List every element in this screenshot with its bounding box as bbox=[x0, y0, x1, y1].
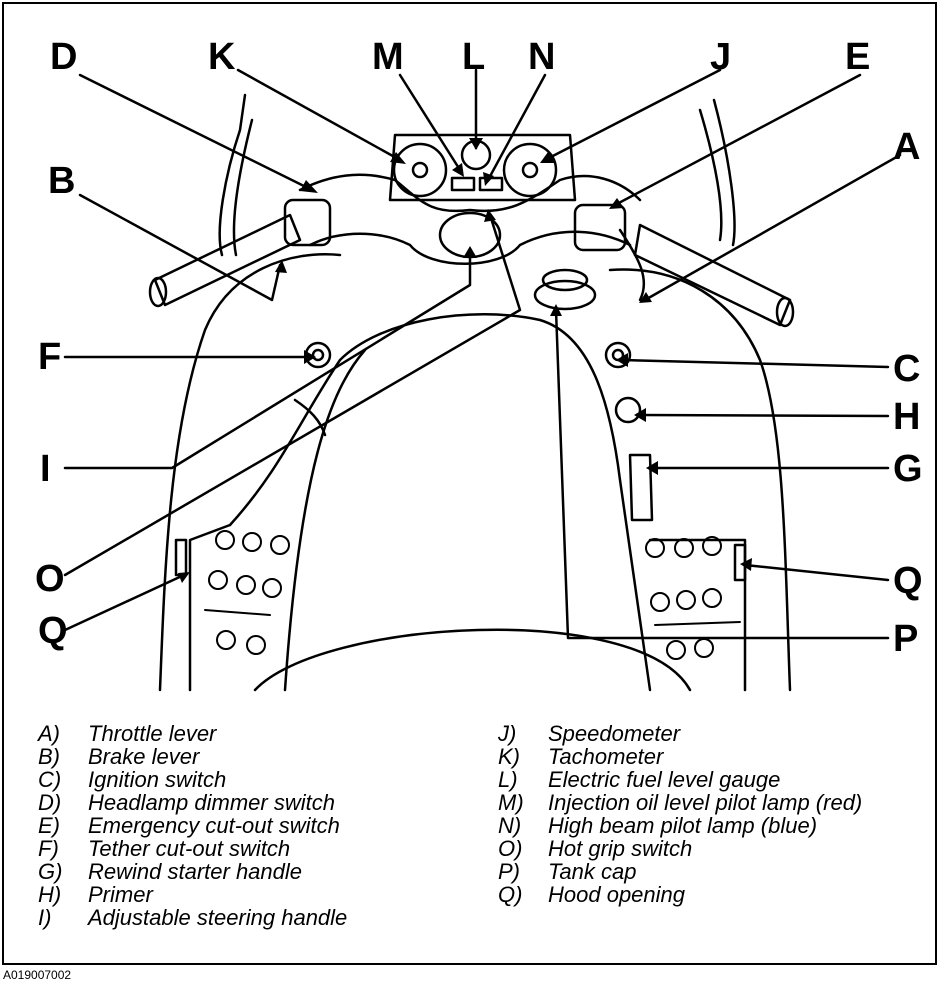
callout-j: J bbox=[710, 38, 731, 76]
legend-item: B)Brake lever bbox=[38, 745, 199, 768]
legend-key: P) bbox=[498, 860, 548, 883]
tank-cap bbox=[535, 270, 595, 309]
callout-q-left: Q bbox=[38, 612, 68, 650]
legend-key: I) bbox=[38, 906, 88, 929]
legend-item: Q)Hood opening bbox=[498, 883, 685, 906]
legend-text: Tether cut-out switch bbox=[88, 836, 290, 861]
legend-key: C) bbox=[38, 768, 88, 791]
legend-key: N) bbox=[498, 814, 548, 837]
hood-body bbox=[160, 254, 790, 690]
legend-key: D) bbox=[38, 791, 88, 814]
callout-h: H bbox=[893, 398, 920, 436]
callout-o: O bbox=[35, 560, 65, 598]
legend-key: B) bbox=[38, 745, 88, 768]
legend-item: H)Primer bbox=[38, 883, 153, 906]
legend-text: Ignition switch bbox=[88, 767, 226, 792]
legend-item: D)Headlamp dimmer switch bbox=[38, 791, 335, 814]
legend-key: L) bbox=[498, 768, 548, 791]
callout-f: F bbox=[38, 338, 61, 376]
hood-opening-left bbox=[176, 540, 186, 575]
legend-item: I)Adjustable steering handle bbox=[38, 906, 347, 929]
callout-e: E bbox=[845, 38, 870, 76]
legend-text: Hood opening bbox=[548, 882, 685, 907]
legend-key: J) bbox=[498, 722, 548, 745]
callout-l: L bbox=[462, 38, 485, 76]
legend-item: G)Rewind starter handle bbox=[38, 860, 302, 883]
callout-m: M bbox=[372, 38, 404, 76]
legend-key: M) bbox=[498, 791, 548, 814]
callout-k: K bbox=[208, 38, 235, 76]
legend-item: P)Tank cap bbox=[498, 860, 636, 883]
legend-item: M)Injection oil level pilot lamp (red) bbox=[498, 791, 862, 814]
legend-item: N)High beam pilot lamp (blue) bbox=[498, 814, 817, 837]
legend-key: H) bbox=[38, 883, 88, 906]
legend-text: Adjustable steering handle bbox=[88, 905, 347, 930]
legend-text: Hot grip switch bbox=[548, 836, 692, 861]
legend-item: E)Emergency cut-out switch bbox=[38, 814, 340, 837]
legend-key: A) bbox=[38, 722, 88, 745]
legend-key: G) bbox=[38, 860, 88, 883]
callout-c: C bbox=[893, 350, 920, 388]
legend-text: Speedometer bbox=[548, 721, 680, 746]
legend-text: Injection oil level pilot lamp (red) bbox=[548, 790, 862, 815]
legend-key: K) bbox=[498, 745, 548, 768]
legend-text: Electric fuel level gauge bbox=[548, 767, 780, 792]
legend-key: Q) bbox=[498, 883, 548, 906]
callout-a: A bbox=[893, 128, 920, 166]
legend-text: Emergency cut-out switch bbox=[88, 813, 340, 838]
callout-g: G bbox=[893, 450, 923, 488]
legend-text: Rewind starter handle bbox=[88, 859, 302, 884]
legend-item: J)Speedometer bbox=[498, 722, 680, 745]
legend-text: Tank cap bbox=[548, 859, 636, 884]
legend-key: F) bbox=[38, 837, 88, 860]
gauge-cluster bbox=[390, 135, 575, 200]
legend-item: C)Ignition switch bbox=[38, 768, 226, 791]
legend-item: L)Electric fuel level gauge bbox=[498, 768, 780, 791]
callout-b: B bbox=[48, 162, 75, 200]
legend-item: A)Throttle lever bbox=[38, 722, 216, 745]
callout-n: N bbox=[528, 38, 555, 76]
legend-text: Headlamp dimmer switch bbox=[88, 790, 335, 815]
legend-text: Primer bbox=[88, 882, 153, 907]
legend-item: O)Hot grip switch bbox=[498, 837, 692, 860]
switches bbox=[295, 343, 652, 520]
callout-p: P bbox=[893, 620, 918, 658]
figure-code: A019007002 bbox=[3, 968, 71, 982]
legend-text: Brake lever bbox=[88, 744, 199, 769]
snowmobile-controls-illustration bbox=[0, 0, 943, 700]
legend-key: O) bbox=[498, 837, 548, 860]
callout-q-right: Q bbox=[893, 562, 923, 600]
callout-i: I bbox=[40, 450, 51, 488]
legend-text: Throttle lever bbox=[88, 721, 216, 746]
legend-text: Tachometer bbox=[548, 744, 663, 769]
legend-item: K)Tachometer bbox=[498, 745, 663, 768]
legend-item: F)Tether cut-out switch bbox=[38, 837, 290, 860]
legend-key: E) bbox=[38, 814, 88, 837]
legend-text: High beam pilot lamp (blue) bbox=[548, 813, 817, 838]
footboards bbox=[205, 531, 740, 659]
callout-d: D bbox=[50, 38, 77, 76]
